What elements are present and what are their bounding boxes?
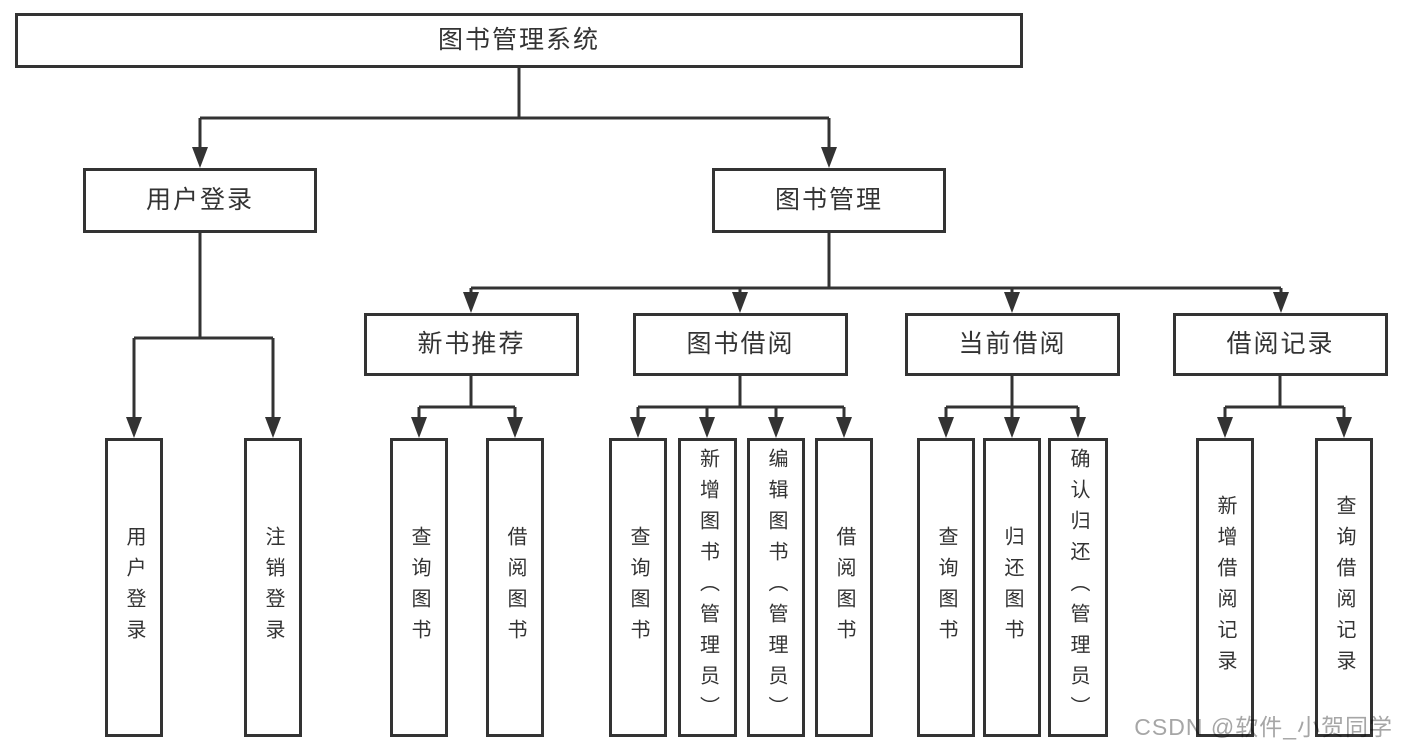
- node-root-system: 图书管理系统: [15, 13, 1023, 68]
- connector-borrow-record-to-leaves: [1223, 376, 1346, 424]
- leaf-edit-books-admin: 编辑图书（管理员）: [747, 438, 805, 737]
- connector-current-borrow-to-leaves: [944, 376, 1080, 424]
- connector-root-to-level2: [198, 68, 831, 152]
- leaf-query-books-1: 查询图书: [390, 438, 448, 737]
- leaf-borrow-books-2: 借阅图书: [815, 438, 873, 737]
- node-user-login: 用户登录: [83, 168, 317, 233]
- connector-user-login-to-leaves: [132, 233, 275, 424]
- csdn-watermark: CSDN @软件_小贺同学: [1134, 714, 1393, 740]
- leaf-logout: 注销登录: [244, 438, 302, 737]
- node-current-borrowing: 当前借阅: [905, 313, 1120, 376]
- leaf-borrow-books-1: 借阅图书: [486, 438, 544, 737]
- arrowheads: [126, 147, 1352, 438]
- node-book-borrowing: 图书借阅: [633, 313, 848, 376]
- connector-book-mgmt-to-level3: [469, 233, 1283, 299]
- leaf-return-books: 归还图书: [983, 438, 1041, 737]
- leaf-add-books-admin: 新增图书（管理员）: [678, 438, 737, 737]
- leaf-query-books-2: 查询图书: [609, 438, 667, 737]
- leaf-query-books-3: 查询图书: [917, 438, 975, 737]
- leaf-confirm-return-admin: 确认归还（管理员）: [1048, 438, 1108, 737]
- leaf-user-login: 用户登录: [105, 438, 163, 737]
- leaf-query-borrow-record: 查询借阅记录: [1315, 438, 1373, 737]
- node-book-management: 图书管理: [712, 168, 946, 233]
- leaf-add-borrow-record: 新增借阅记录: [1196, 438, 1254, 737]
- connector-book-borrow-to-leaves: [636, 376, 846, 424]
- node-new-book-recommend: 新书推荐: [364, 313, 579, 376]
- node-borrowing-records: 借阅记录: [1173, 313, 1388, 376]
- connector-new-book-to-leaves: [417, 376, 517, 424]
